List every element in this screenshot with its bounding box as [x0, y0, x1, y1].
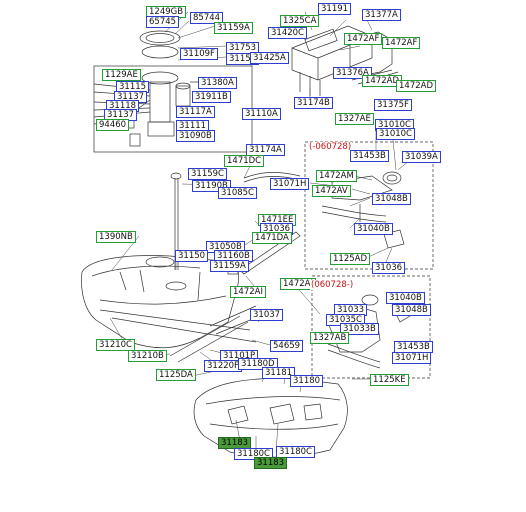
part-label-31180: 31180 [290, 375, 324, 387]
part-label-1390nb: 1390NB [96, 231, 136, 243]
heat-shield [193, 377, 348, 458]
tank-strap-1 [99, 309, 257, 343]
part-label-31117a: 31117A [176, 106, 215, 118]
part-label-1472ai-1: 1472AI [280, 278, 316, 290]
part-label-54659: 54659 [270, 340, 304, 352]
part-label-31180c-2: 31180C [276, 446, 315, 458]
part-label-1472af-2: 1472AF [382, 37, 421, 49]
part-label-31377a: 31377A [362, 9, 401, 21]
tank-strap-2 [169, 315, 249, 363]
part-label-1472am: 1472AM [316, 170, 357, 182]
fuel-tank [81, 255, 239, 349]
part-label-31425a: 31425A [250, 52, 289, 64]
part-label-31420c: 31420C [268, 27, 307, 39]
part-label-31453b: 31453B [350, 150, 389, 162]
part-label-1472ad-2: 1472AD [396, 80, 436, 92]
part-label-1471da: 1471DA [252, 232, 292, 244]
part-label-31174a: 31174A [246, 144, 285, 156]
part-label-31210c: 31210C [96, 339, 135, 351]
part-label-1325ca: 1325CA [280, 15, 320, 27]
part-label-1125ad: 1125AD [330, 253, 370, 265]
variant-note-after: (060728-) [310, 280, 355, 290]
part-label-31191: 31191 [318, 3, 352, 15]
part-label-1472ai-2: 1472AI [230, 286, 266, 298]
part-label-31037: 31037 [250, 309, 284, 321]
part-label-1327ab: 1327AB [310, 332, 350, 344]
part-label-31071h-2: 31071H [392, 352, 432, 364]
part-label-1472af-1: 1472AF [344, 33, 383, 45]
part-label-31010c-2: 31010C [376, 128, 415, 140]
part-label-31033b: 31033B [340, 323, 379, 335]
part-label-31048b-2: 31048B [392, 304, 431, 316]
part-label-1125ke: 1125KE [370, 374, 409, 386]
part-label-1125da: 1125DA [156, 369, 196, 381]
part-label-31380a: 31380A [198, 77, 237, 89]
part-label-94460: 94460 [96, 119, 130, 131]
variant-note-before: (-060728) [308, 142, 353, 152]
gasket [141, 45, 179, 59]
part-label-31174b: 31174B [294, 97, 333, 109]
part-label-31159a-2: 31159A [210, 260, 249, 272]
part-label-31090b: 31090B [176, 130, 215, 142]
vapor-tube [243, 172, 301, 179]
part-label-31085c: 31085C [218, 187, 257, 199]
part-label-31040b: 31040B [354, 223, 393, 235]
part-label-1472av: 1472AV [312, 185, 351, 197]
part-label-31150: 31150 [175, 250, 209, 262]
part-label-1471dc: 1471DC [224, 155, 265, 167]
part-label-31911b: 31911B [192, 91, 231, 103]
part-label-1327ae: 1327AE [335, 113, 374, 125]
part-label-31071h: 31071H [270, 178, 310, 190]
part-label-31375f: 31375F [374, 99, 412, 111]
part-label-65745: 65745 [146, 16, 180, 28]
part-label-31110a: 31110A [242, 108, 281, 120]
filler-hose [239, 231, 301, 275]
part-label-1129ae: 1129AE [102, 69, 141, 81]
part-label-31109f: 31109F [180, 48, 218, 60]
part-label-31159c: 31159C [188, 168, 227, 180]
part-label-31183-highlight-2: 31183 [254, 457, 288, 469]
part-label-31036-b: 31036 [372, 262, 406, 274]
part-label-31039a: 31039A [402, 151, 441, 163]
part-label-31220f: 31220F [204, 360, 242, 372]
part-label-31048b: 31048B [372, 193, 411, 205]
lock-ring [139, 30, 181, 46]
canister [291, 25, 373, 81]
part-label-31040b-2: 31040B [386, 292, 425, 304]
part-label-31159a: 31159A [214, 22, 253, 34]
part-label-31181: 31181 [262, 367, 296, 379]
variant-box-a [304, 141, 434, 270]
part-label-85744: 85744 [190, 12, 224, 24]
part-label-31210b: 31210B [128, 350, 167, 362]
